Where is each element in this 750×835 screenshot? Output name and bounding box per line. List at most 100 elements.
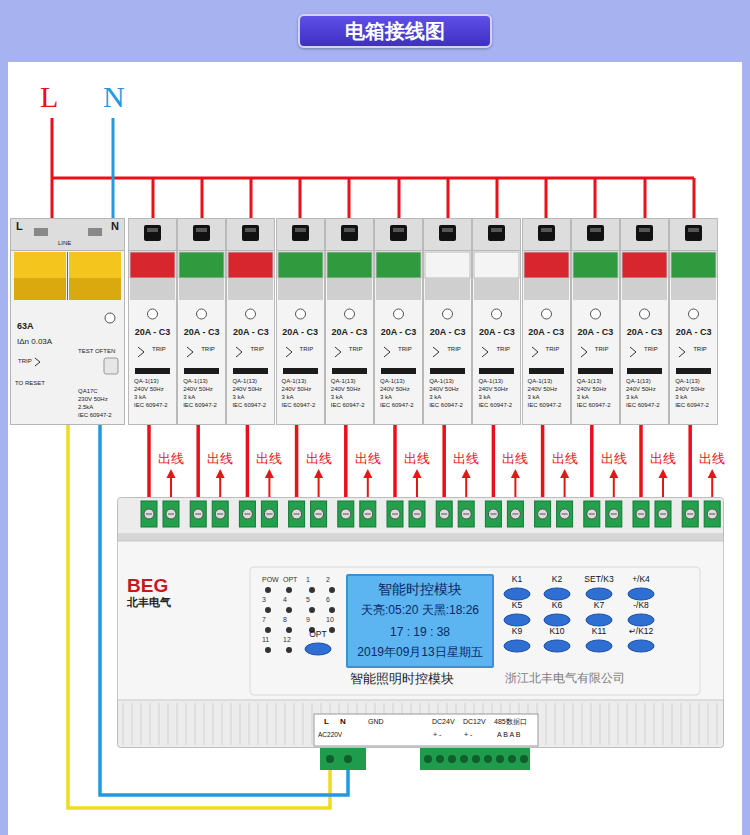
white-panel [8, 62, 742, 835]
screw [609, 509, 619, 519]
lcd-text: 天亮:05:20 天黑:18:26 [361, 604, 479, 617]
breaker-marking: 240V 50Hz [528, 386, 558, 393]
arrow-head [167, 469, 176, 478]
breaker-marking: 240V 50Hz [626, 386, 656, 393]
label-bar [479, 368, 514, 374]
breaker-marking: IEC 60947-2 [380, 402, 414, 409]
screw [461, 509, 471, 519]
wire-connector [639, 425, 643, 497]
trip-icon [335, 347, 341, 357]
module-label: 11 [262, 636, 269, 644]
breaker-marking: QA-1(13) [429, 378, 454, 385]
terminal-slot [639, 228, 650, 232]
housing [375, 219, 423, 425]
lcd-screen: 智能时控模块天亮:05:20 天黑:18:2617 : 19 : 382019年… [346, 574, 494, 668]
terminal [682, 501, 698, 527]
screw [215, 509, 225, 519]
terminal-slot [344, 228, 355, 232]
rib [546, 703, 547, 745]
outgoing-arrow [711, 476, 713, 497]
rib [150, 703, 151, 745]
terminal-button [685, 225, 702, 241]
housing [424, 219, 472, 425]
breaker-marking: 3 kA [134, 394, 146, 401]
screw [508, 755, 516, 763]
key-label: K2 [552, 575, 562, 584]
housing [276, 219, 324, 425]
screw [344, 309, 354, 319]
outgoing-arrow [170, 476, 172, 497]
handle [14, 278, 66, 300]
rib [636, 703, 637, 745]
breaker-marking: 240V 50Hz [380, 386, 410, 393]
handle [474, 252, 519, 278]
key-oval [628, 640, 654, 652]
wire-connector [196, 425, 200, 497]
breaker-body [374, 218, 423, 425]
screw-slot [217, 514, 223, 515]
label-strip [314, 714, 538, 746]
screw [105, 313, 115, 323]
breaker-marking: 240V 50Hz [134, 386, 164, 393]
circuit-breaker: 20A - C3TRIPQA-1(13)240V 50Hz3 kAIEC 609… [620, 218, 669, 425]
screw [689, 309, 699, 319]
breaker-marking: IEC 60947-2 [183, 402, 217, 409]
circuit-breaker: 20A - C3TRIPQA-1(13)240V 50Hz3 kAIEC 609… [128, 218, 177, 425]
screw [636, 509, 646, 519]
rib [177, 703, 178, 745]
label-bar [381, 368, 416, 374]
ledge [118, 533, 723, 541]
housing [129, 219, 177, 425]
outgoing-label: 出线 [158, 452, 184, 466]
key-button: +/K4 [622, 575, 660, 601]
screw [390, 509, 400, 519]
arrow-head [462, 469, 471, 478]
indicator-led [329, 627, 335, 633]
indicator-led [286, 587, 292, 593]
breaker-marking: TRIP [300, 346, 314, 353]
top-strip [11, 219, 125, 251]
handle [622, 278, 667, 300]
handle [622, 252, 667, 278]
wire-connector [442, 425, 446, 497]
breaker-marking: QA-1(13) [528, 378, 553, 385]
terminal-slot [393, 228, 404, 232]
handle [130, 278, 175, 300]
outgoing-arrow [514, 476, 516, 497]
breaker-marking: 240V 50Hz [331, 386, 361, 393]
rib [303, 703, 304, 745]
housing [178, 219, 226, 425]
breaker-body [276, 218, 325, 425]
housing [670, 219, 718, 425]
rib [240, 703, 241, 745]
indicator-led [329, 587, 335, 593]
screw [264, 509, 274, 519]
circuit-breaker: 20A - C3TRIPQA-1(13)240V 50Hz3 kAIEC 609… [325, 218, 374, 425]
top-strip [227, 219, 275, 251]
breaker-marking: TRIP [250, 346, 264, 353]
top-strip [571, 219, 619, 251]
breaker-marking: IEC 60947-2 [429, 402, 463, 409]
breaker-marking: 240V 50Hz [429, 386, 459, 393]
breaker-marking: QA-1(13) [380, 378, 405, 385]
key-oval [504, 588, 530, 600]
terminal [311, 501, 327, 527]
housing [522, 219, 570, 425]
screw-slot [294, 514, 300, 515]
breaker-marking: TEST OFTEN [78, 348, 115, 355]
breaker-body [128, 218, 177, 425]
outgoing-label: 出线 [207, 452, 233, 466]
rib [681, 703, 682, 745]
module-label: 2 [326, 576, 330, 584]
terminal-slot [442, 228, 453, 232]
breaker-body [226, 218, 275, 425]
breaker-marking: 240V 50Hz [675, 386, 705, 393]
breaker-marking: 3 kA [282, 394, 294, 401]
indicator-led [309, 607, 315, 613]
terminal [458, 501, 474, 527]
top-strip [522, 219, 570, 251]
wire-connector [147, 425, 151, 497]
key-label: +/K4 [632, 575, 650, 584]
test-button [104, 358, 118, 374]
breaker-marking: IEC 60947-2 [675, 402, 709, 409]
